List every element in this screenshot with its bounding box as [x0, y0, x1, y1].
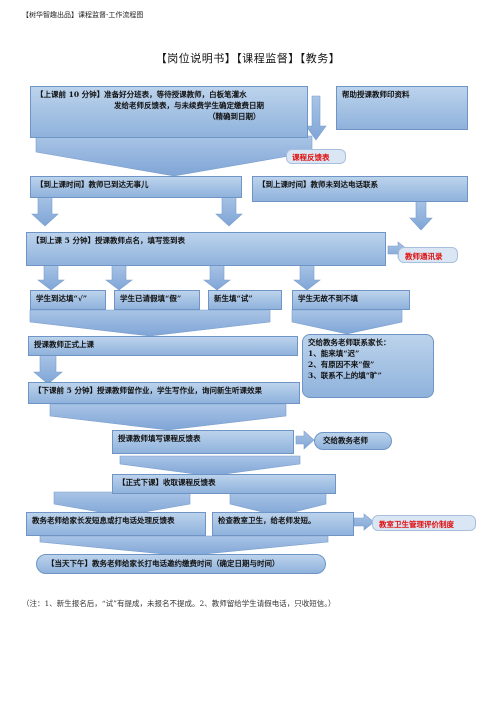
fill-feedback-box: 授课教师填写课程反馈表 — [112, 430, 294, 454]
same-day-label: 【当天下午】教务老师给家长打电话邀约缴费时间（确定日期与时间） — [47, 559, 280, 568]
homework-label: 【下课前 5 分钟】授课教师留作业，学生写作业，询问新生听课效果 — [34, 386, 262, 395]
same-day-box: 【当天下午】教务老师给家长打电话邀约缴费时间（确定日期与时间） — [36, 554, 326, 574]
arrow-down — [31, 194, 59, 227]
student-absent-box: 学生无故不到不填 — [292, 290, 410, 310]
arrow-right — [295, 430, 315, 450]
class-start-box: 授课教师正式上课 — [28, 336, 298, 356]
arrow-down — [33, 353, 63, 385]
arrow-down — [203, 263, 231, 291]
parent-contact-line1: 交给教务老师联系家长： — [308, 338, 391, 347]
teacher-contacts-tag: 教师通讯录 — [398, 247, 458, 263]
new-student-label: 新生填“试” — [214, 294, 253, 303]
student-leave-box: 学生已请假填“假” — [114, 290, 200, 310]
page-header: 【树华智趣出品】课程监督-工作流程图 — [22, 11, 144, 19]
pre-class-line1: 【上课前 10 分钟】准备好分班表，等待授课教师，白板笔灌水 — [36, 90, 247, 99]
arrow-down — [37, 263, 65, 291]
hand-to-academic-label: 交给教务老师 — [323, 436, 368, 445]
send-feedback-box: 教务老师给家长发短息或打电话处理反馈表 — [26, 512, 206, 536]
teacher-absent-box: 【到上课时间】教师未到达电话联系 — [252, 176, 468, 202]
pre-class-box: 【上课前 10 分钟】准备好分班表，等待授课教师，白板笔灌水 发给老师反馈表，与… — [30, 86, 308, 138]
student-arrived-label: 学生到达填“√” — [36, 294, 88, 303]
parent-contact-line4: 3、联系不上的填“旷” — [308, 370, 382, 380]
arrow-down — [119, 455, 301, 477]
fill-feedback-label: 授课教师填写课程反馈表 — [118, 434, 201, 443]
help-print-box: 帮助授课教师印资料 — [336, 86, 468, 130]
arrow-down — [291, 309, 403, 335]
arrow-down — [49, 403, 287, 431]
help-print-label: 帮助授课教师印资料 — [342, 90, 410, 99]
check-hygiene-label: 检查教室卫生，给老师发短。 — [218, 516, 316, 525]
student-absent-label: 学生无故不到不填 — [298, 294, 358, 303]
arrow-down — [29, 309, 271, 337]
roll-call-label: 【到上课 5 分钟】授课教师点名，填写签到表 — [32, 236, 185, 245]
page-title: 【岗位说明书】【课程监督】【教务】 — [155, 52, 341, 65]
footnote: （注：1、新生报名后，“试”有提成，未报名不提成。2、教师留给学生请假电话，只收… — [22, 599, 336, 608]
parent-contact-line2: 1、能来填“迟” — [308, 348, 360, 358]
pre-class-line3: （精确到日期） — [208, 111, 261, 121]
class-start-label: 授课教师正式上课 — [34, 340, 94, 349]
homework-box: 【下课前 5 分钟】授课教师留作业，学生写作业，询问新生听课效果 — [28, 382, 300, 404]
check-hygiene-box: 检查教室卫生，给老师发短。 — [212, 512, 354, 536]
arrow-down — [409, 199, 433, 231]
collect-feedback-box: 【正式下课】收取课程反馈表 — [112, 474, 336, 494]
student-arrived-box: 学生到达填“√” — [30, 290, 106, 310]
arrow-right — [353, 513, 375, 531]
course-feedback-form-tag: 课程反馈表 — [286, 149, 346, 164]
teacher-absent-label: 【到上课时间】教师未到达电话联系 — [258, 180, 378, 189]
teacher-arrived-label: 【到上课时间】教师已到达无事儿 — [36, 180, 149, 189]
teacher-arrived-box: 【到上课时间】教师已到达无事儿 — [30, 176, 242, 198]
arrow-down — [105, 263, 133, 291]
arrow-down — [215, 194, 243, 227]
parent-contact-line3: 2、有原因不来“假” — [308, 359, 375, 369]
pre-class-line2: 发给老师反馈表，与未续费学生确定缴费日期 — [114, 100, 264, 110]
arrow-down — [305, 95, 327, 141]
arrow-down — [293, 263, 321, 291]
arrow-down — [39, 535, 329, 557]
arrow-down — [35, 135, 313, 177]
hand-to-academic-box: 交给教务老师 — [314, 432, 392, 450]
send-feedback-label: 教务老师给家长发短息或打电话处理反馈表 — [32, 516, 175, 525]
parent-contact-box: 交给教务老师联系家长： 1、能来填“迟” 2、有原因不来“假” 3、联系不上的填… — [302, 334, 434, 398]
collect-feedback-label: 【正式下课】收取课程反馈表 — [118, 478, 216, 487]
student-leave-label: 学生已请假填“假” — [120, 294, 182, 303]
new-student-box: 新生填“试” — [208, 290, 282, 310]
roll-call-box: 【到上课 5 分钟】授课教师点名，填写签到表 — [26, 232, 386, 266]
hygiene-system-tag: 教室卫生管理评价制度 — [372, 515, 476, 531]
